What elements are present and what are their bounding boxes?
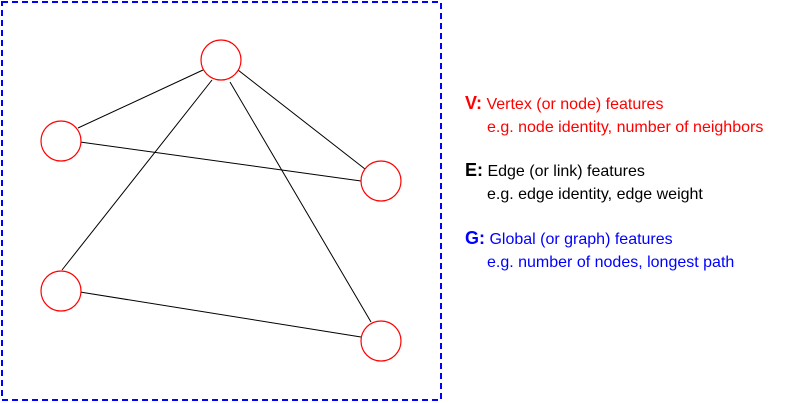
legend-edge-key: E: <box>465 160 483 180</box>
node-left <box>40 120 82 162</box>
legend-edge: E: Edge (or link) features e.g. edge ide… <box>465 160 810 205</box>
edge-lowerleft-lowerright <box>79 291 362 338</box>
legend-vertex: V: Vertex (or node) features e.g. node i… <box>465 93 810 138</box>
edge-top-right <box>237 69 366 170</box>
edge-top-left <box>77 69 204 129</box>
legend-vertex-example: e.g. node identity, number of neighbors <box>487 119 764 136</box>
graph-diagram <box>1 1 442 401</box>
legend-global: G: Global (or graph) features e.g. numbe… <box>465 228 810 273</box>
node-top <box>200 39 242 81</box>
legend-global-key: G: <box>465 228 485 248</box>
legend-global-title: Global (or graph) features <box>489 231 673 248</box>
legend-global-example: e.g. number of nodes, longest path <box>487 254 735 271</box>
node-lower-right <box>360 320 402 362</box>
edge-top-lowerright <box>229 81 372 323</box>
legend-vertex-title: Vertex (or node) features <box>486 96 664 113</box>
legend-edge-example: e.g. edge identity, edge weight <box>487 186 703 203</box>
node-lower-left <box>40 270 82 312</box>
edge-left-right <box>79 141 362 182</box>
node-right <box>360 160 402 202</box>
dashed-frame <box>1 1 442 401</box>
legend-vertex-key: V: <box>465 93 483 113</box>
legend-edge-title: Edge (or link) features <box>487 163 645 180</box>
edge-top-lowerleft <box>61 79 213 271</box>
